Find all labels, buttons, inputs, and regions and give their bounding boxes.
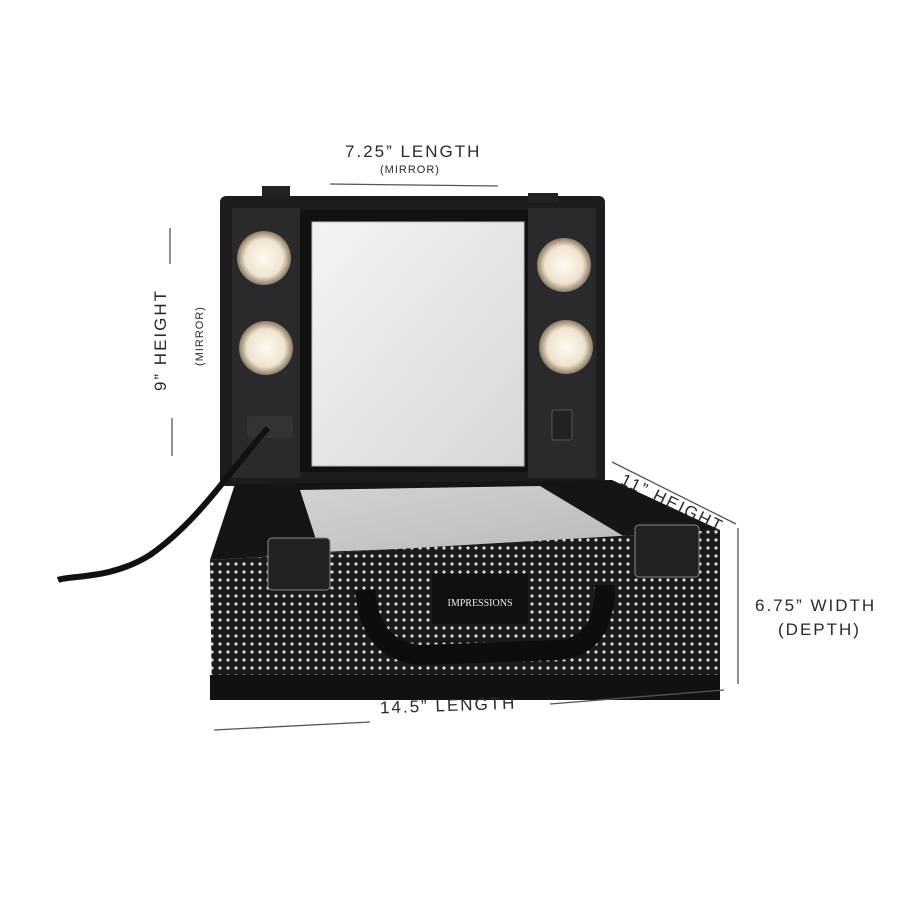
bulb [239,321,293,375]
mirror [311,221,525,467]
width-label: 6.75” WIDTH [755,596,877,615]
dimension-arrows [169,183,739,731]
handle [355,584,615,666]
mirror-height-label: 9” HEIGHT [151,288,171,392]
switch-icon [551,409,573,441]
case-base: IMPRESSIONS [210,480,720,700]
mirror-length-label: 7.25” LENGTH [345,142,482,161]
brand-logo-plate [432,574,528,624]
mirror-height-note: (MIRROR) [193,306,206,366]
mirror-length-note: (MIRROR) [380,164,440,176]
bulb [539,320,593,374]
width-note: (DEPTH) [778,620,861,639]
power-cord [56,425,271,583]
case-lid [220,186,605,486]
bulb [237,231,291,285]
bulb [537,238,591,292]
brand-logo: IMPRESSIONS [447,598,512,609]
power-port-icon [247,416,293,438]
